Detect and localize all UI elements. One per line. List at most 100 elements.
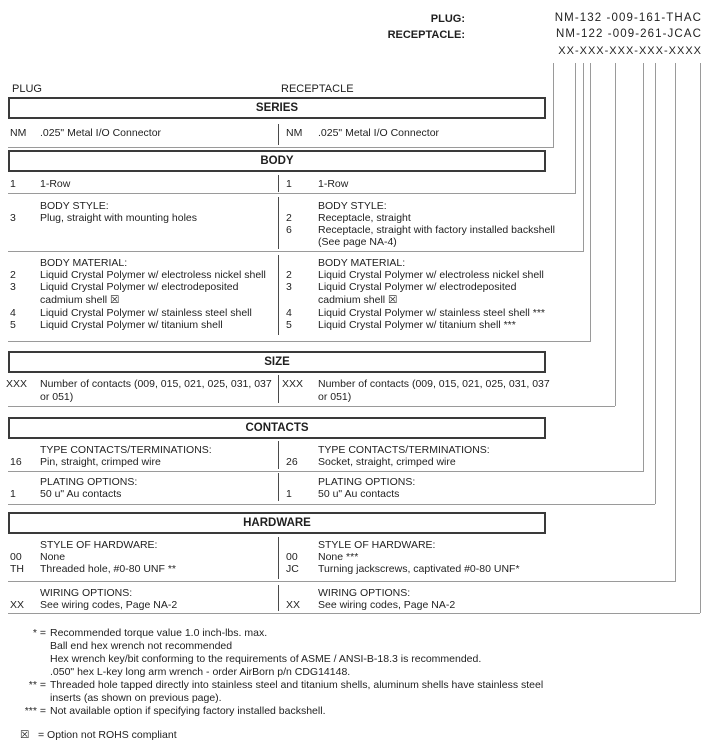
hardware-style-heading-right: STYLE OF HARDWARE: [318,539,436,551]
receptacle-part-number-label: RECEPTACLE: [387,29,465,41]
body-material-left-code: 3 [10,281,16,293]
plating-right-desc: 50 u" Au contacts [318,488,400,500]
section-header-contacts: CONTACTS [8,417,546,439]
body-style-heading-right: BODY STYLE: [318,200,387,212]
contact-type-left-desc: Pin, straight, crimped wire [40,456,161,468]
wiring-left-code: XX [10,599,25,611]
plating-right-code: 1 [286,488,292,500]
body-style-heading-left: BODY STYLE: [40,200,109,212]
hardware-style-right-code: 00 [286,551,298,563]
hardware-style-left-desc: None [40,551,66,563]
receptacle-part-number: NM-122 -009-261-JCAC [556,28,702,40]
leader-line-body-row [575,63,576,194]
hardware-style-right-code: JC [286,563,299,575]
footnote-line: inserts (as shown on previous page). [50,692,222,704]
contact-type-right-desc: Socket, straight, crimped wire [318,456,456,468]
body-style-right-note: (See page NA-4) [318,236,397,248]
body-material-left-code: 5 [10,319,16,331]
body-material-right-desc: Liquid Crystal Polymer w/ electroless ni… [318,269,544,281]
contact-type-heading-right: TYPE CONTACTS/TERMINATIONS: [318,444,490,456]
section-header-body: BODY [8,150,546,172]
size-right-desc: Number of contacts (009, 015, 021, 025, … [318,378,550,403]
size-left-code: XXX [6,378,28,390]
leader-line-series [553,63,554,148]
body-material-right-desc: Liquid Crystal Polymer w/ titanium shell… [318,319,516,331]
leader-line-hardware-style [675,63,676,582]
footnote-line: Recommended torque value 1.0 inch-lbs. m… [50,627,268,639]
column-divider [278,124,279,145]
wiring-heading-right: WIRING OPTIONS: [318,587,411,599]
section-divider [8,504,655,505]
body-row-left-code: 1 [10,178,16,190]
body-material-right-code: 3 [286,281,292,293]
plug-part-number: NM-132 -009-161-THAC [554,12,702,24]
column-divider [278,537,279,579]
body-style-left-code: 3 [10,212,16,224]
body-material-right-code: 4 [286,307,292,319]
footnote-line: .050" hex L-key long arm wrench - order … [50,666,351,678]
contact-type-right-code: 26 [286,456,298,468]
section-divider [8,471,643,472]
series-left-code: NM [10,127,27,139]
plating-left-desc: 50 u" Au contacts [40,488,122,500]
footnote-line: Not available option if specifying facto… [50,705,326,717]
column-divider [278,197,279,249]
column-divider [278,441,279,469]
part-number-mask: XX-XXX-XXX-XXX-XXXX [558,45,702,57]
body-material-left-desc: Liquid Crystal Polymer w/ electroless ni… [40,269,266,281]
body-material-right-desc: Liquid Crystal Polymer w/ stainless stee… [318,307,546,319]
hardware-style-left-code: 00 [10,551,22,563]
section-divider [8,251,583,252]
plating-heading-left: PLATING OPTIONS: [40,476,138,488]
column-divider [278,585,279,611]
wiring-right-desc: See wiring codes, Page NA-2 [318,599,456,611]
size-right-code: XXX [282,378,304,390]
body-style-left-desc: Plug, straight with mounting holes [40,212,198,224]
body-style-right-desc: Receptacle, straight [318,212,411,224]
hardware-style-heading-left: STYLE OF HARDWARE: [40,539,158,551]
body-row-right-desc: 1-Row [318,178,349,190]
section-divider [8,193,575,194]
body-style-right-code: 6 [286,224,292,236]
hardware-style-right-desc: None *** [318,551,359,563]
body-row-left-desc: 1-Row [40,178,71,190]
body-material-left-desc: Liquid Crystal Polymer w/ electrodeposit… [40,281,239,306]
leader-line-body-style [583,63,584,252]
series-left-desc: .025" Metal I/O Connector [40,127,162,139]
section-header-size: SIZE [8,351,546,373]
body-material-right-desc: Liquid Crystal Polymer w/ electrodeposit… [318,281,517,306]
column-divider [278,255,279,335]
hardware-style-left-desc: Threaded hole, #0-80 UNF ** [40,563,176,575]
footnotes: * = Recommended torque value 1.0 inch-lb… [8,624,702,744]
wiring-left-desc: See wiring codes, Page NA-2 [40,599,178,611]
plating-heading-right: PLATING OPTIONS: [318,476,416,488]
leader-line-contact-type [643,63,644,472]
body-material-heading-left: BODY MATERIAL: [40,257,128,269]
footnote-marker: * = [32,627,46,639]
wiring-heading-left: WIRING OPTIONS: [40,587,133,599]
leader-line-plating [655,63,656,504]
section-divider [8,581,675,582]
column-header-receptacle: RECEPTACLE [281,83,354,95]
section-divider [8,613,700,614]
body-style-right-code: 2 [286,212,292,224]
body-style-right-desc: Receptacle, straight with factory instal… [318,224,555,236]
plug-part-number-label: PLUG: [430,13,465,25]
footnote-line: Hex wrench key/bit conforming to the req… [50,653,482,665]
contact-type-left-code: 16 [10,456,22,468]
body-material-left-code: 4 [10,307,16,319]
body-material-left-desc: Liquid Crystal Polymer w/ stainless stee… [40,307,252,319]
hardware-style-left-code: TH [10,563,24,575]
body-row-right-code: 1 [286,178,292,190]
series-right-code: NM [286,127,303,139]
size-left-desc: Number of contacts (009, 015, 021, 025, … [40,378,272,403]
plating-left-code: 1 [10,488,16,500]
rohs-note-text: = Option not ROHS compliant [38,729,177,741]
section-divider [8,341,590,342]
body-material-right-code: 2 [286,269,292,281]
section-header-series: SERIES [8,97,546,119]
section-divider [8,406,615,407]
column-divider [278,473,279,501]
body-material-right-code: 5 [286,319,292,331]
